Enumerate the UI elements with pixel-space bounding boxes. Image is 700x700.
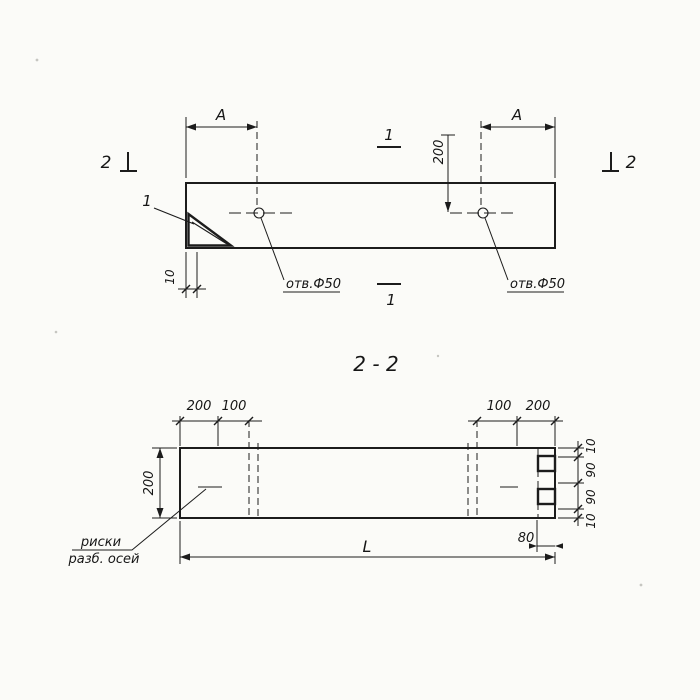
cut1-top-label: 1 — [384, 126, 394, 144]
dim-hole-center-label: 200 — [432, 140, 447, 165]
dim-end-label: 80 — [518, 531, 535, 546]
dim-a-right — [480, 117, 556, 208]
hole-right-callout — [484, 217, 564, 293]
corner-chamfer-detail — [187, 211, 235, 247]
dim-right-2-label: 90 — [584, 462, 598, 478]
dim-top-right-inner-label: 100 — [487, 399, 512, 414]
hole-left-label: отв.Ф50 — [286, 277, 341, 292]
detail-ref-label: 1 — [142, 192, 152, 210]
dim-height-label: 200 — [142, 471, 157, 496]
dim-top-left-outer-label: 200 — [187, 399, 212, 414]
cut2-right-marker — [602, 152, 619, 172]
detail-leader-line — [153, 207, 195, 225]
plan-view: 1 A A 1 1 — [101, 106, 637, 309]
end-groove-top — [536, 454, 557, 473]
dim-length-l — [179, 521, 556, 564]
dim-hole-center-200 — [441, 134, 455, 212]
dim-right-1-label: 10 — [584, 438, 598, 454]
dim-top-left-inner-label: 100 — [222, 399, 247, 414]
dim-right-chain — [558, 441, 584, 526]
dim-top-left-chain — [172, 416, 262, 446]
scan-speckles — [35, 58, 643, 587]
hole-left — [229, 207, 292, 219]
dim-right-3-label: 90 — [584, 489, 598, 505]
dim-length-label: L — [363, 537, 372, 556]
end-groove-bottom — [536, 487, 557, 506]
dim-a-left — [185, 117, 258, 208]
beam-outline-plan — [185, 182, 556, 249]
cut2-left-marker — [120, 152, 137, 172]
dim-a-left-label: A — [215, 106, 226, 124]
hole-left-callout — [260, 217, 340, 293]
axis-note-leader — [72, 488, 207, 551]
dim-chamfer-label: 10 — [163, 269, 177, 285]
dim-height-200 — [152, 447, 177, 519]
dim-top-right-outer-label: 200 — [526, 399, 551, 414]
cut2-right-label: 2 — [626, 153, 637, 173]
dim-right-4-label: 10 — [584, 513, 598, 529]
beam-outline-section — [179, 447, 556, 519]
axis-note-line2: разб. осей — [68, 552, 140, 567]
section-title: 2 - 2 — [353, 352, 398, 376]
cut2-left-label: 2 — [101, 153, 112, 173]
dim-a-right-label: A — [511, 106, 522, 124]
dim-chamfer-10 — [178, 252, 206, 298]
dim-top-right-chain — [468, 416, 563, 446]
cut1-bottom-label: 1 — [386, 291, 396, 309]
hole-right — [450, 207, 516, 219]
hidden-axis-lines — [248, 420, 539, 518]
axis-note-line1: риски — [80, 535, 121, 550]
section-view: 200 200 100 100 200 — [68, 399, 598, 567]
hole-right-label: отв.Ф50 — [510, 277, 565, 292]
dim-end-80 — [529, 520, 563, 552]
